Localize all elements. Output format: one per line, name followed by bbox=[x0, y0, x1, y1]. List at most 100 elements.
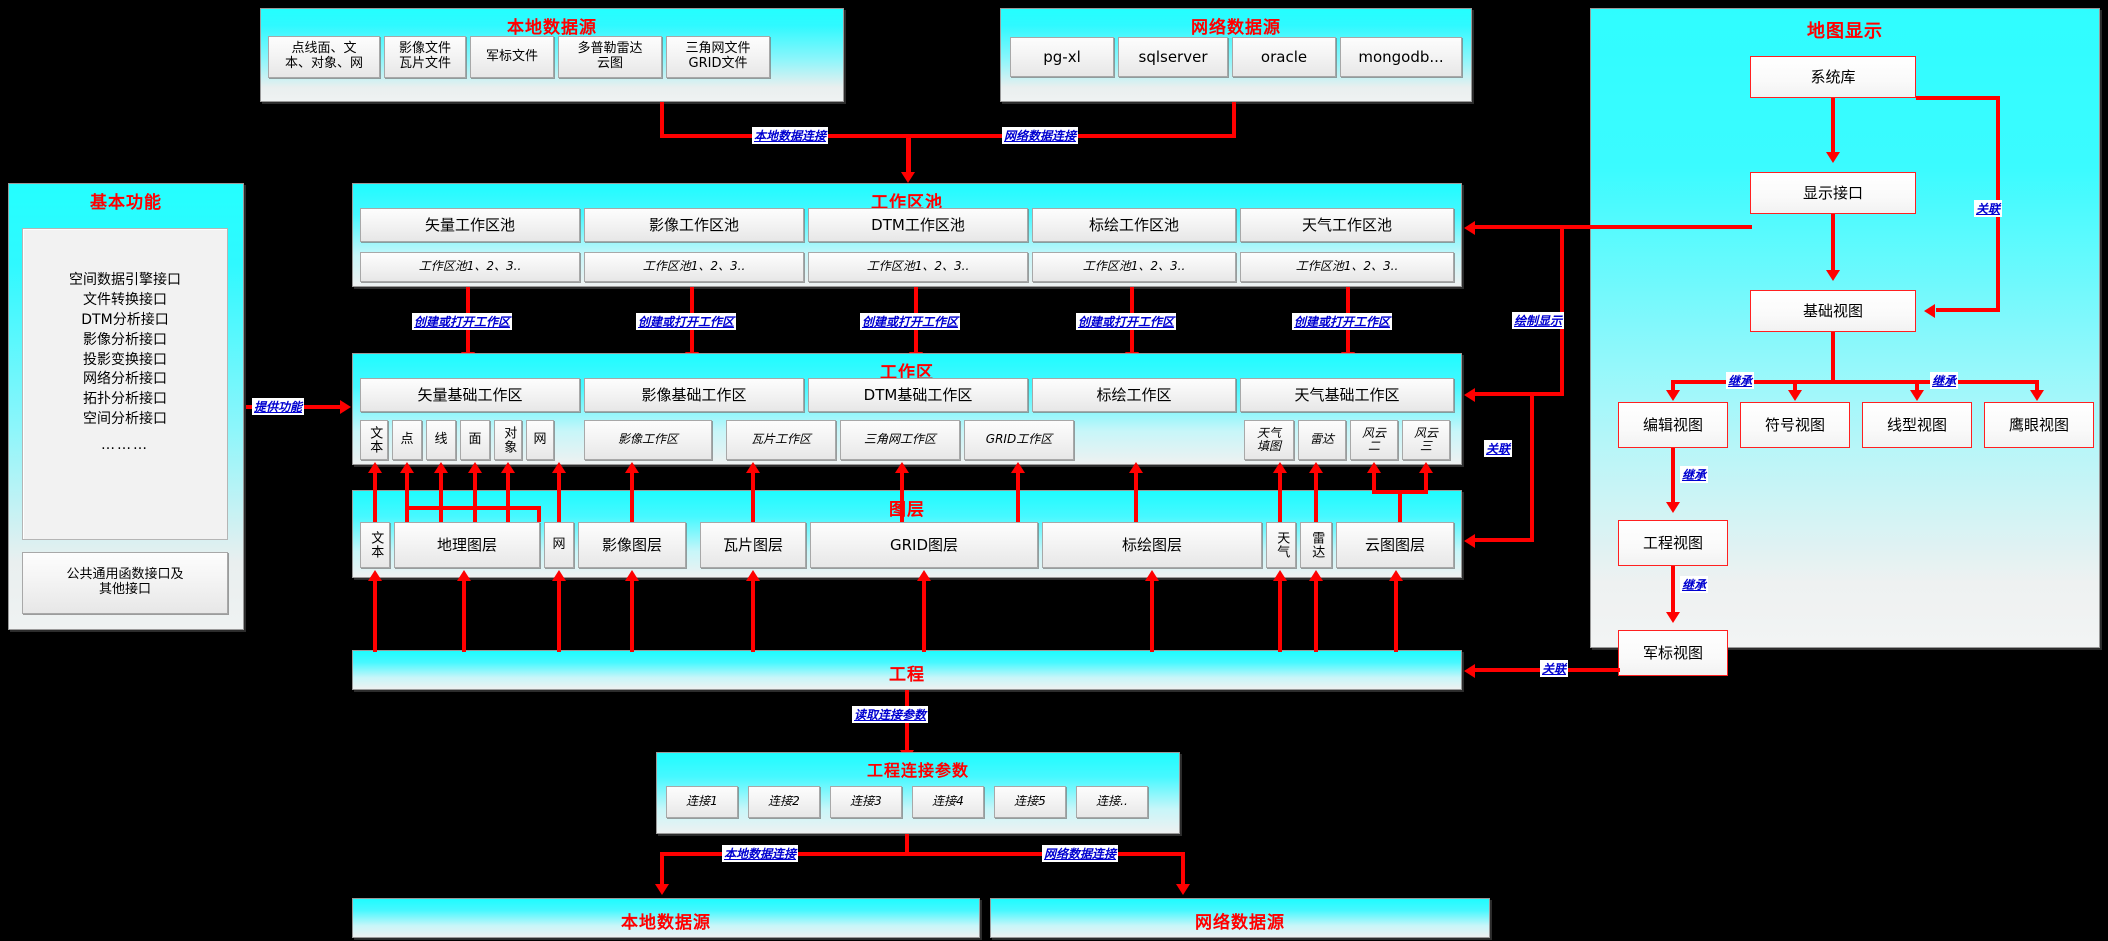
layer-image[interactable]: 影像图层 bbox=[578, 522, 686, 568]
ws-pool-col-2[interactable]: DTM工作区池 bbox=[808, 208, 1028, 242]
workspace-chip-object[interactable]: 对象 bbox=[494, 420, 522, 460]
workspace-col-4[interactable]: 天气基础工作区 bbox=[1240, 378, 1454, 412]
network-data-source-title: 网络数据源 bbox=[1191, 18, 1281, 38]
project-view-box[interactable]: 工程视图 bbox=[1618, 520, 1728, 566]
bottom-net-source-title: 网络数据源 bbox=[1195, 913, 1285, 933]
ws-pool-col-3[interactable]: 标绘工作区池 bbox=[1032, 208, 1236, 242]
arrow-p2l-3 bbox=[625, 570, 639, 581]
net-source-item-0[interactable]: pg-xl bbox=[1010, 37, 1114, 77]
workspace-chip-fy3[interactable]: 风云 三 bbox=[1402, 420, 1450, 460]
workspace-chip-radar[interactable]: 雷达 bbox=[1298, 420, 1346, 460]
local-source-item-1[interactable]: 影像文件 瓦片文件 bbox=[384, 36, 466, 78]
arrow-into-pool bbox=[901, 172, 915, 183]
layer-text[interactable]: 文本 bbox=[360, 522, 390, 568]
ws-pool-sub-2[interactable]: 工作区池1、2、3.. bbox=[808, 252, 1028, 282]
conn-param-4[interactable]: 连接5 bbox=[994, 786, 1066, 818]
conn-inh-stem bbox=[1831, 332, 1835, 384]
basic-function-footer-box[interactable]: 公共通用函数接口及 其他接口 bbox=[22, 552, 228, 614]
layer-weather[interactable]: 天气 bbox=[1266, 522, 1296, 568]
layer-tile-label: 瓦片图层 bbox=[722, 535, 783, 554]
layer-grid[interactable]: GRID图层 bbox=[810, 522, 1038, 568]
conn-edit-proj bbox=[1671, 448, 1675, 506]
net-source-item-1[interactable]: sqlserver bbox=[1118, 37, 1228, 77]
layer-net[interactable]: 网 bbox=[544, 522, 574, 568]
conn-geo-bracket-v1 bbox=[405, 506, 409, 522]
bf-item-0: 空间数据引擎接口 bbox=[69, 272, 181, 288]
local-source-item-4-line2: GRID文件 bbox=[688, 56, 748, 71]
conn-param-1[interactable]: 连接2 bbox=[748, 786, 820, 818]
workspace-chip-net-label: 网 bbox=[533, 431, 547, 447]
local-source-item-2[interactable]: 军标文件 bbox=[470, 36, 554, 78]
workspace-chip-net[interactable]: 网 bbox=[526, 420, 554, 460]
layer-cloud[interactable]: 云图图层 bbox=[1336, 522, 1454, 568]
local-source-item-0-line2: 本、对象、网 bbox=[284, 56, 363, 71]
net-source-item-3-label: mongodb... bbox=[1358, 47, 1444, 66]
ws-pool-col-4[interactable]: 天气工作区池 bbox=[1240, 208, 1454, 242]
layer-radar-label: 雷达 bbox=[1309, 531, 1325, 559]
symbol-view-box[interactable]: 符号视图 bbox=[1740, 402, 1850, 448]
ws-pool-col-1[interactable]: 影像工作区池 bbox=[584, 208, 804, 242]
arrow-p2l-0 bbox=[368, 570, 382, 581]
layer-plot[interactable]: 标绘图层 bbox=[1042, 522, 1262, 568]
layer-geo[interactable]: 地理图层 bbox=[394, 522, 540, 568]
arrow-l2w-3 bbox=[468, 462, 482, 473]
workspace-chip-point-label: 点 bbox=[400, 431, 414, 447]
display-api-box[interactable]: 显示接口 bbox=[1750, 172, 1916, 214]
local-source-item-3-line2: 云图 bbox=[596, 56, 623, 71]
workspace-chip-line[interactable]: 线 bbox=[426, 420, 456, 460]
arrow-l2w-8 bbox=[895, 462, 909, 473]
military-view-box[interactable]: 军标视图 bbox=[1618, 630, 1728, 676]
net-source-item-2[interactable]: oracle bbox=[1232, 37, 1336, 77]
bottom-local-source-title: 本地数据源 bbox=[621, 913, 711, 933]
workspace-chip-tile[interactable]: 瓦片工作区 bbox=[726, 420, 836, 460]
workspace-col-1[interactable]: 影像基础工作区 bbox=[584, 378, 804, 412]
conn-p2l-1v bbox=[462, 578, 466, 652]
linetype-view-box[interactable]: 线型视图 bbox=[1862, 402, 1972, 448]
ws-pool-sub-1[interactable]: 工作区池1、2、3.. bbox=[584, 252, 804, 282]
workspace-col-0[interactable]: 矢量基础工作区 bbox=[360, 378, 580, 412]
workspace-chip-text[interactable]: 文本 bbox=[360, 420, 388, 460]
workspace-chip-grid[interactable]: GRID工作区 bbox=[964, 420, 1074, 460]
conn-param-2[interactable]: 连接3 bbox=[830, 786, 902, 818]
layer-radar[interactable]: 雷达 bbox=[1300, 522, 1332, 568]
local-source-item-3[interactable]: 多普勒雷达 云图 bbox=[558, 36, 662, 78]
eagle-view-box[interactable]: 鹰眼视图 bbox=[1984, 402, 2094, 448]
conn-param-0[interactable]: 连接1 bbox=[666, 786, 738, 818]
ws-pool-sub-0[interactable]: 工作区池1、2、3.. bbox=[360, 252, 580, 282]
conn-plot-up bbox=[1134, 470, 1138, 522]
workspace-col-3[interactable]: 标绘工作区 bbox=[1032, 378, 1236, 412]
net-source-item-3[interactable]: mongodb... bbox=[1340, 37, 1462, 77]
system-lib-box[interactable]: 系统库 bbox=[1750, 56, 1916, 98]
local-source-item-4[interactable]: 三角网文件 GRID文件 bbox=[666, 36, 770, 78]
workspace-chip-point[interactable]: 点 bbox=[392, 420, 422, 460]
edit-view-box[interactable]: 编辑视图 bbox=[1618, 402, 1728, 448]
conn-param-3[interactable]: 连接4 bbox=[912, 786, 984, 818]
base-view-box[interactable]: 基础视图 bbox=[1750, 290, 1916, 332]
ws-pool-sub-4[interactable]: 工作区池1、2、3.. bbox=[1240, 252, 1454, 282]
workspace-chip-grid-label: GRID工作区 bbox=[985, 432, 1053, 447]
eagle-view-label: 鹰眼视图 bbox=[2008, 415, 2069, 434]
workspace-chip-weather[interactable]: 天气 填图 bbox=[1244, 420, 1294, 460]
project-view-label: 工程视图 bbox=[1642, 533, 1703, 552]
layer-tile[interactable]: 瓦片图层 bbox=[700, 522, 806, 568]
arrow-l2w-7 bbox=[746, 462, 760, 473]
symbol-view-label: 符号视图 bbox=[1764, 415, 1825, 434]
conn-inh-v1 bbox=[1793, 380, 1797, 394]
layer-plot-label: 标绘图层 bbox=[1121, 535, 1182, 554]
arrow-l2w-11 bbox=[1309, 462, 1323, 473]
conn-p2l-7 bbox=[1278, 578, 1282, 652]
ws-pool-sub-3[interactable]: 工作区池1、2、3.. bbox=[1032, 252, 1236, 282]
conn-param-5[interactable]: 连接.. bbox=[1076, 786, 1148, 818]
workspace-chip-fy2[interactable]: 风云 二 bbox=[1350, 420, 1398, 460]
workspace-chip-tin[interactable]: 三角网工作区 bbox=[840, 420, 960, 460]
workspace-chip-area[interactable]: 面 bbox=[460, 420, 490, 460]
ws-pool-col-0[interactable]: 矢量工作区池 bbox=[360, 208, 580, 242]
project-panel: 工程 bbox=[352, 650, 1462, 690]
label-read-conn-param: 读取连接参数 bbox=[852, 706, 929, 723]
workspace-chip-image[interactable]: 影像工作区 bbox=[584, 420, 712, 460]
workspace-col-2[interactable]: DTM基础工作区 bbox=[808, 378, 1028, 412]
label-createws-2: 创建或打开工作区 bbox=[860, 313, 961, 330]
local-source-item-0[interactable]: 点线面、文 本、对象、网 bbox=[268, 36, 380, 78]
label-local-data-conn: 本地数据连接 bbox=[752, 127, 829, 144]
arrow-l2w-9 bbox=[1011, 462, 1025, 473]
